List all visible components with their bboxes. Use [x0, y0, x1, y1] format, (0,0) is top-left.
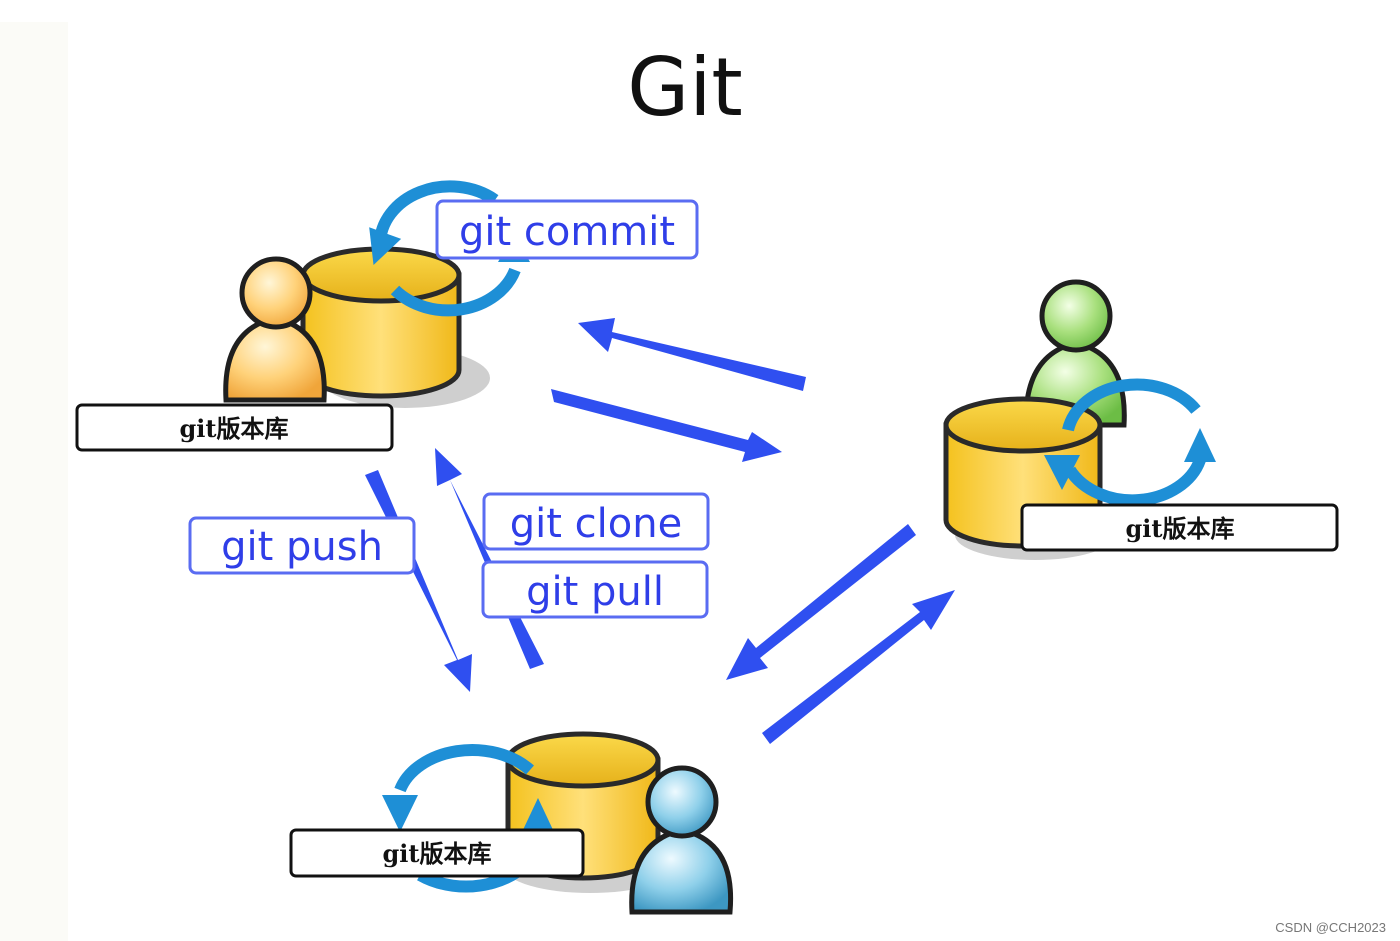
arrow-right-to-topleft: [578, 318, 806, 391]
git-clone-label: git clone: [482, 492, 710, 551]
person-icon-orange: [223, 256, 327, 403]
repo-right: git版本库: [943, 279, 1339, 560]
watermark: CSDN @CCH2023: [1275, 920, 1386, 935]
repo-label-right: git版本库: [1126, 514, 1235, 543]
git-commit-text: git commit: [459, 209, 675, 255]
left-margin-strip: [0, 22, 68, 941]
git-push-label: git push: [188, 516, 416, 575]
git-clone-text: git clone: [510, 501, 682, 547]
repo-label-box: [75, 403, 394, 452]
repo-label-box: [1020, 503, 1339, 552]
git-pull-text: git pull: [526, 569, 664, 615]
repo-label-bottom: git版本库: [383, 839, 492, 868]
arrow-topleft-to-bottom: [365, 470, 472, 692]
arrow-right-to-bottom: [726, 524, 916, 680]
repo-bottom: git版本库: [289, 731, 734, 915]
commit-cycle-icon: [382, 744, 554, 893]
person-icon-blue: [629, 765, 734, 915]
arrow-topleft-to-right: [551, 389, 782, 462]
git-pull-label: git pull: [481, 560, 709, 619]
git-push-text: git push: [221, 524, 383, 570]
repo-label-box: [289, 828, 585, 878]
arrow-bottom-to-right: [762, 590, 955, 744]
arrow-bottom-to-topleft: [435, 448, 544, 669]
diagram-title: Git: [627, 41, 743, 134]
database-icon: [300, 246, 462, 399]
commit-cycle-icon: [1044, 378, 1216, 507]
git-commit-label: git commit: [435, 199, 699, 260]
repo-label-top-left: git版本库: [180, 414, 289, 443]
repo-top-left: git版本库: [75, 180, 530, 452]
